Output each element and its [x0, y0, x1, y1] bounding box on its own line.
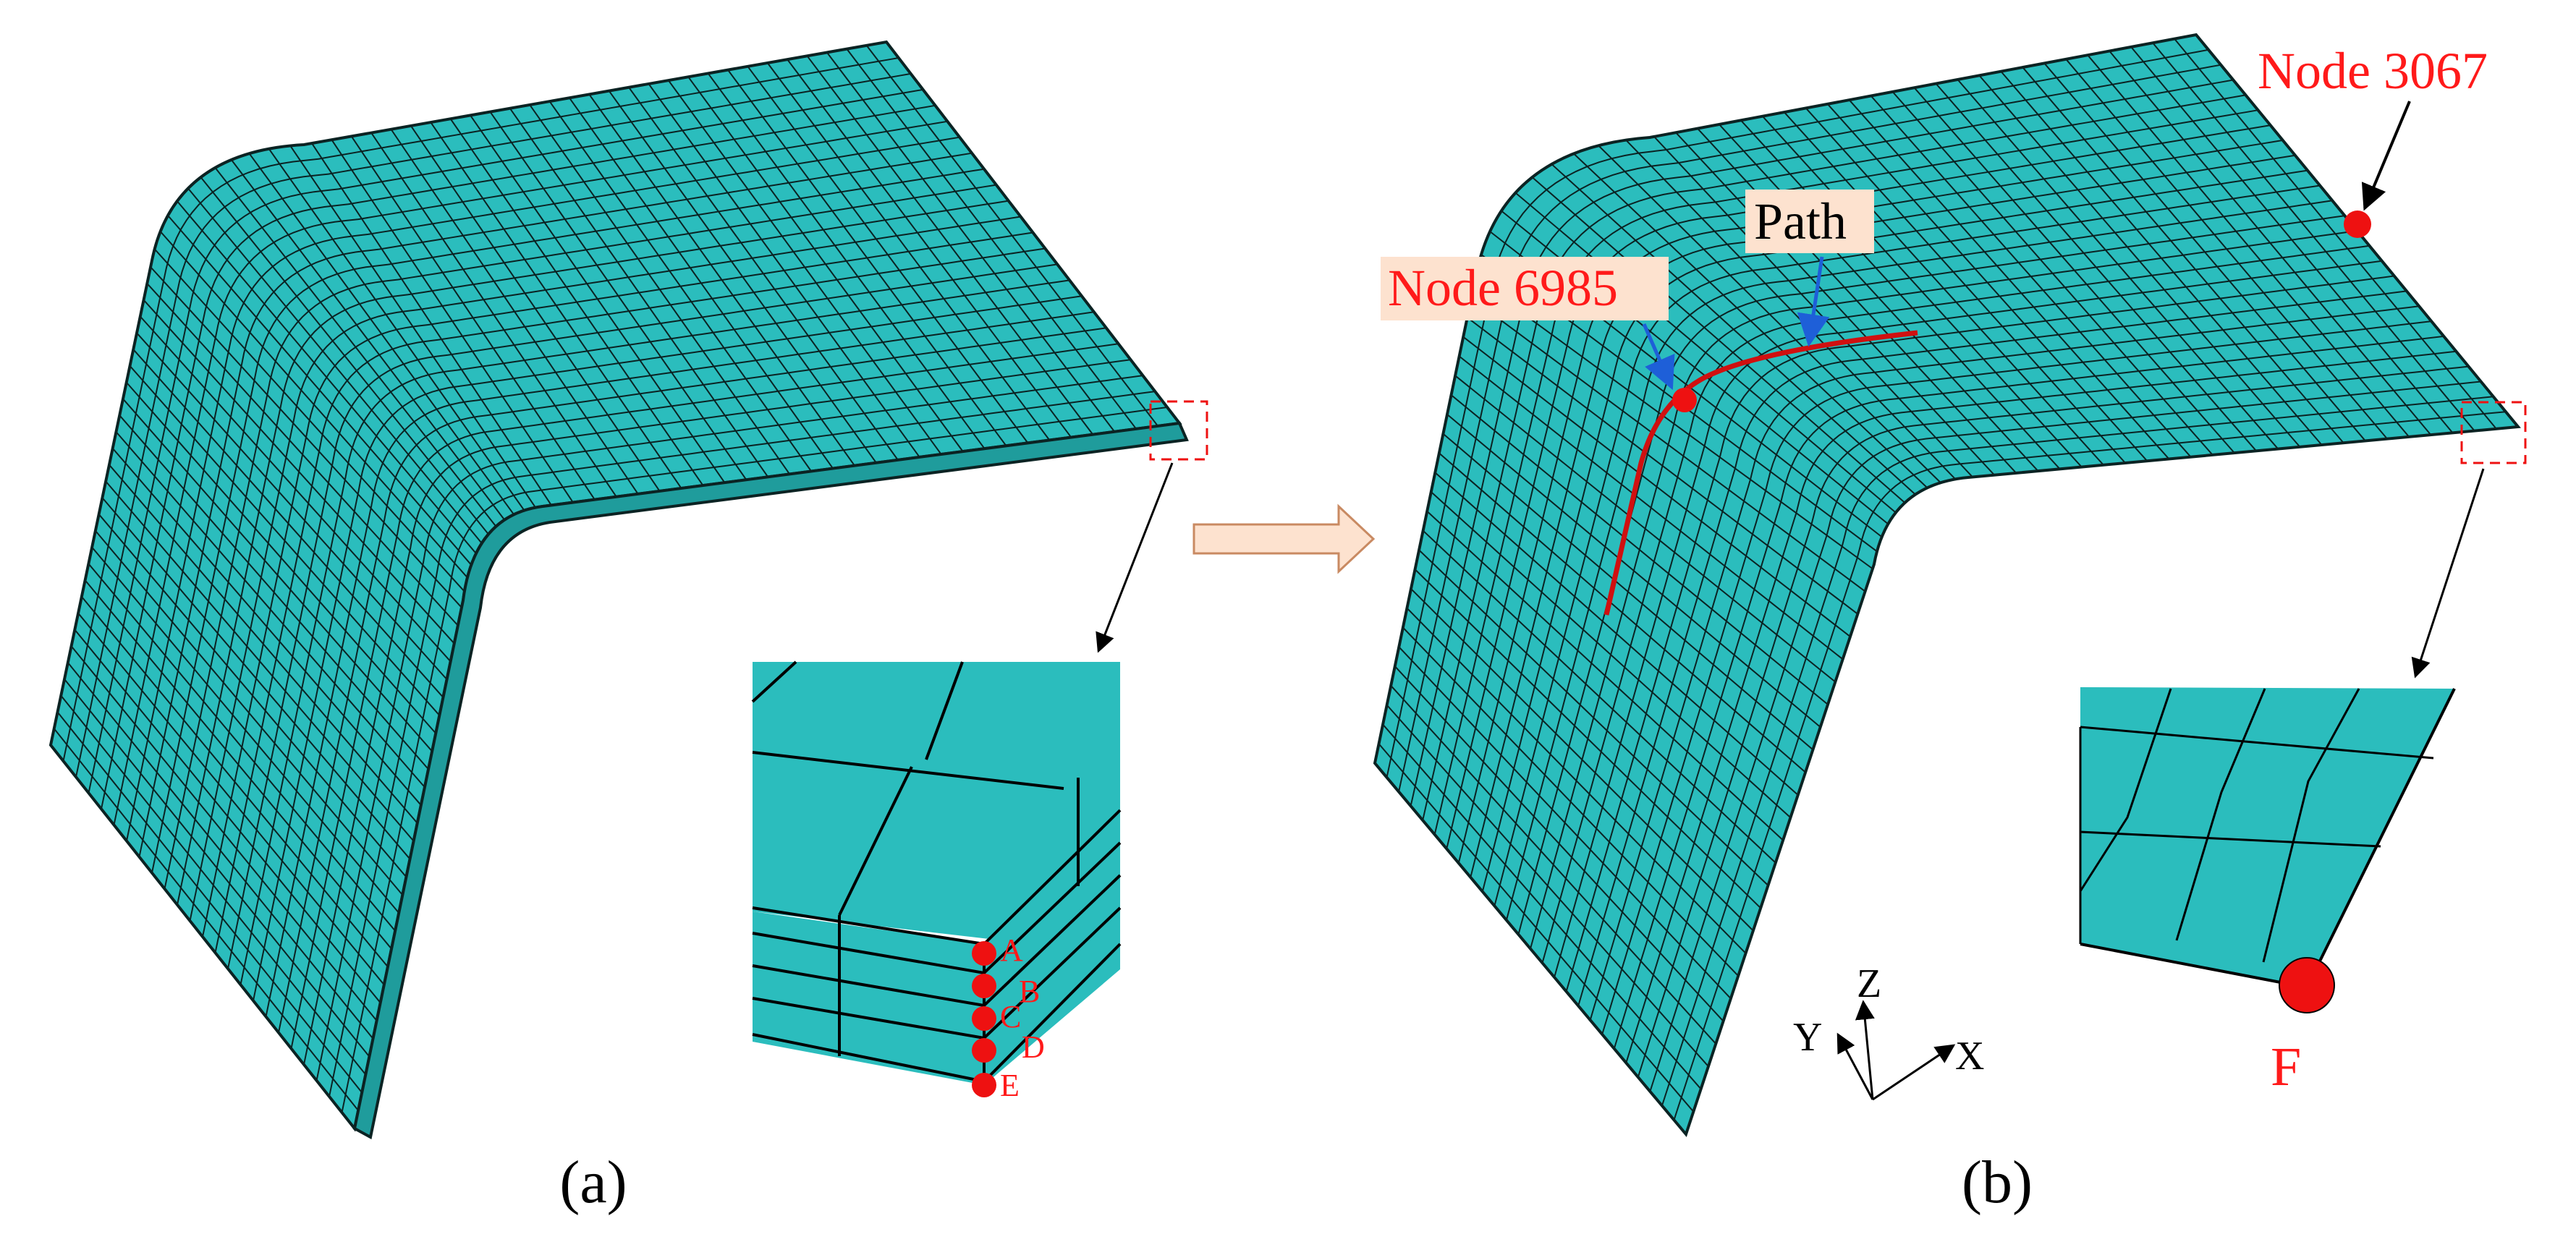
red-dot-icon	[2344, 211, 2371, 238]
node-3067-label: Node 3067	[2258, 42, 2488, 100]
mesh-line	[1505, 200, 2333, 921]
x-axis-label: X	[1955, 1034, 1984, 1079]
mesh-line	[177, 200, 1009, 906]
mesh-line	[240, 279, 1070, 985]
mesh-shell-a-thickness-edge	[352, 421, 1189, 1140]
node-6985-label-bg	[1381, 257, 1669, 320]
mesh-line	[290, 343, 1119, 1049]
mesh-line	[1398, 64, 2221, 792]
z-axis-label: Z	[1857, 961, 1881, 1006]
mesh-shell-b	[1373, 33, 2521, 1138]
mesh-line	[315, 375, 1143, 1081]
mesh-line	[1637, 365, 2469, 1078]
panel-b: Node 6985 Path Node 3067	[1373, 33, 2527, 1216]
path-label: Path	[1754, 192, 1847, 250]
mesh-line	[1541, 245, 2370, 964]
mesh-line	[101, 104, 936, 809]
mesh-line	[1530, 230, 2357, 949]
mesh-line	[88, 88, 923, 794]
inset-a-top-face	[753, 662, 1120, 948]
mesh-line	[265, 311, 1095, 1017]
mesh-line	[164, 184, 997, 890]
zoom-box-b	[2460, 401, 2527, 464]
layer-node-label-a: A	[1000, 932, 1023, 968]
mesh-line	[278, 327, 1106, 1033]
mesh-line	[303, 359, 1131, 1065]
mesh-line	[1625, 350, 2457, 1063]
mesh-line	[138, 152, 973, 857]
mesh-line	[329, 391, 1156, 1097]
mesh-line	[75, 72, 911, 778]
mesh-line	[227, 263, 1058, 969]
red-dot-icon	[972, 974, 996, 998]
mesh-line	[1565, 275, 2394, 992]
right-arrow-icon	[1192, 503, 1376, 574]
red-dot-icon	[972, 1073, 996, 1097]
mesh-line	[253, 295, 1082, 1001]
mesh-line	[1446, 124, 2271, 849]
layer-node-label-c: C	[1000, 999, 1021, 1034]
mesh-line	[341, 407, 1168, 1113]
corner-node-label: F	[2271, 1037, 2301, 1097]
mesh-shell-a	[48, 40, 1189, 1140]
mesh-line	[1589, 305, 2420, 1021]
path-callout: Path	[1745, 190, 1874, 347]
path-label-bg	[1745, 190, 1874, 253]
node-6985-pointer	[1642, 323, 1675, 391]
caption-b: (b)	[1962, 1149, 2033, 1216]
mesh-line	[151, 168, 985, 873]
inset-a-side-face	[753, 810, 1120, 1085]
caption-a: (a)	[559, 1149, 627, 1216]
coordinate-triad	[1836, 1000, 1956, 1101]
red-dot-icon	[972, 1006, 996, 1031]
mesh-line	[214, 247, 1046, 953]
zoom-box-a	[1149, 400, 1208, 461]
y-axis-label: Y	[1793, 1015, 1822, 1060]
mesh-line	[1673, 411, 2506, 1121]
z-axis-line	[1855, 1000, 1875, 1100]
mesh-line	[62, 57, 899, 762]
mesh-line	[1494, 184, 2321, 906]
node-3067-pointer	[2361, 101, 2411, 211]
mesh-line	[1601, 320, 2432, 1035]
mesh-line	[126, 136, 960, 841]
red-dot-icon	[2279, 957, 2335, 1013]
mesh-line	[189, 216, 1021, 922]
node-6985-label: Node 6985	[1388, 259, 1618, 317]
mesh-line	[1577, 290, 2407, 1006]
node-3067-callout: Node 3067	[2258, 42, 2488, 211]
mesh-line	[1410, 79, 2234, 807]
mesh-line	[1433, 109, 2258, 835]
red-dot-icon	[972, 1038, 996, 1063]
inset-b-edges	[2079, 688, 2434, 963]
mesh-line	[202, 231, 1033, 938]
red-dot-icon	[972, 941, 996, 966]
mesh-line	[113, 120, 948, 825]
red-dot-icon	[1672, 388, 1697, 412]
result-path-curve	[1603, 330, 1918, 616]
panel-a: A B C D E (a)	[48, 40, 1208, 1216]
mesh-grid-a	[53, 45, 1168, 1113]
zoom-arrow-a	[1096, 462, 1174, 653]
mesh-line	[1661, 396, 2494, 1106]
y-axis-line	[1836, 1032, 1874, 1100]
zoom-arrow-b	[2411, 468, 2485, 679]
layer-node-label-d: D	[1022, 1029, 1045, 1065]
mesh-line	[1386, 48, 2209, 778]
layer-node-label-e: E	[1000, 1068, 1020, 1103]
mesh-shell-b-surface	[1373, 33, 2521, 1138]
inset-b: F	[2079, 687, 2456, 1097]
inset-a: A B C D E	[751, 660, 1122, 1103]
mesh-line	[1613, 335, 2444, 1049]
inset-b-face	[2080, 687, 2454, 987]
mesh-line	[1554, 260, 2382, 978]
mesh-line	[1517, 215, 2345, 935]
mesh-line	[1649, 380, 2481, 1092]
node-6985-callout: Node 6985	[1381, 257, 1675, 391]
layer-node-label-b: B	[1019, 974, 1040, 1009]
mesh-line	[1422, 94, 2246, 821]
path-pointer	[1797, 256, 1830, 347]
x-axis-line	[1872, 1044, 1956, 1101]
